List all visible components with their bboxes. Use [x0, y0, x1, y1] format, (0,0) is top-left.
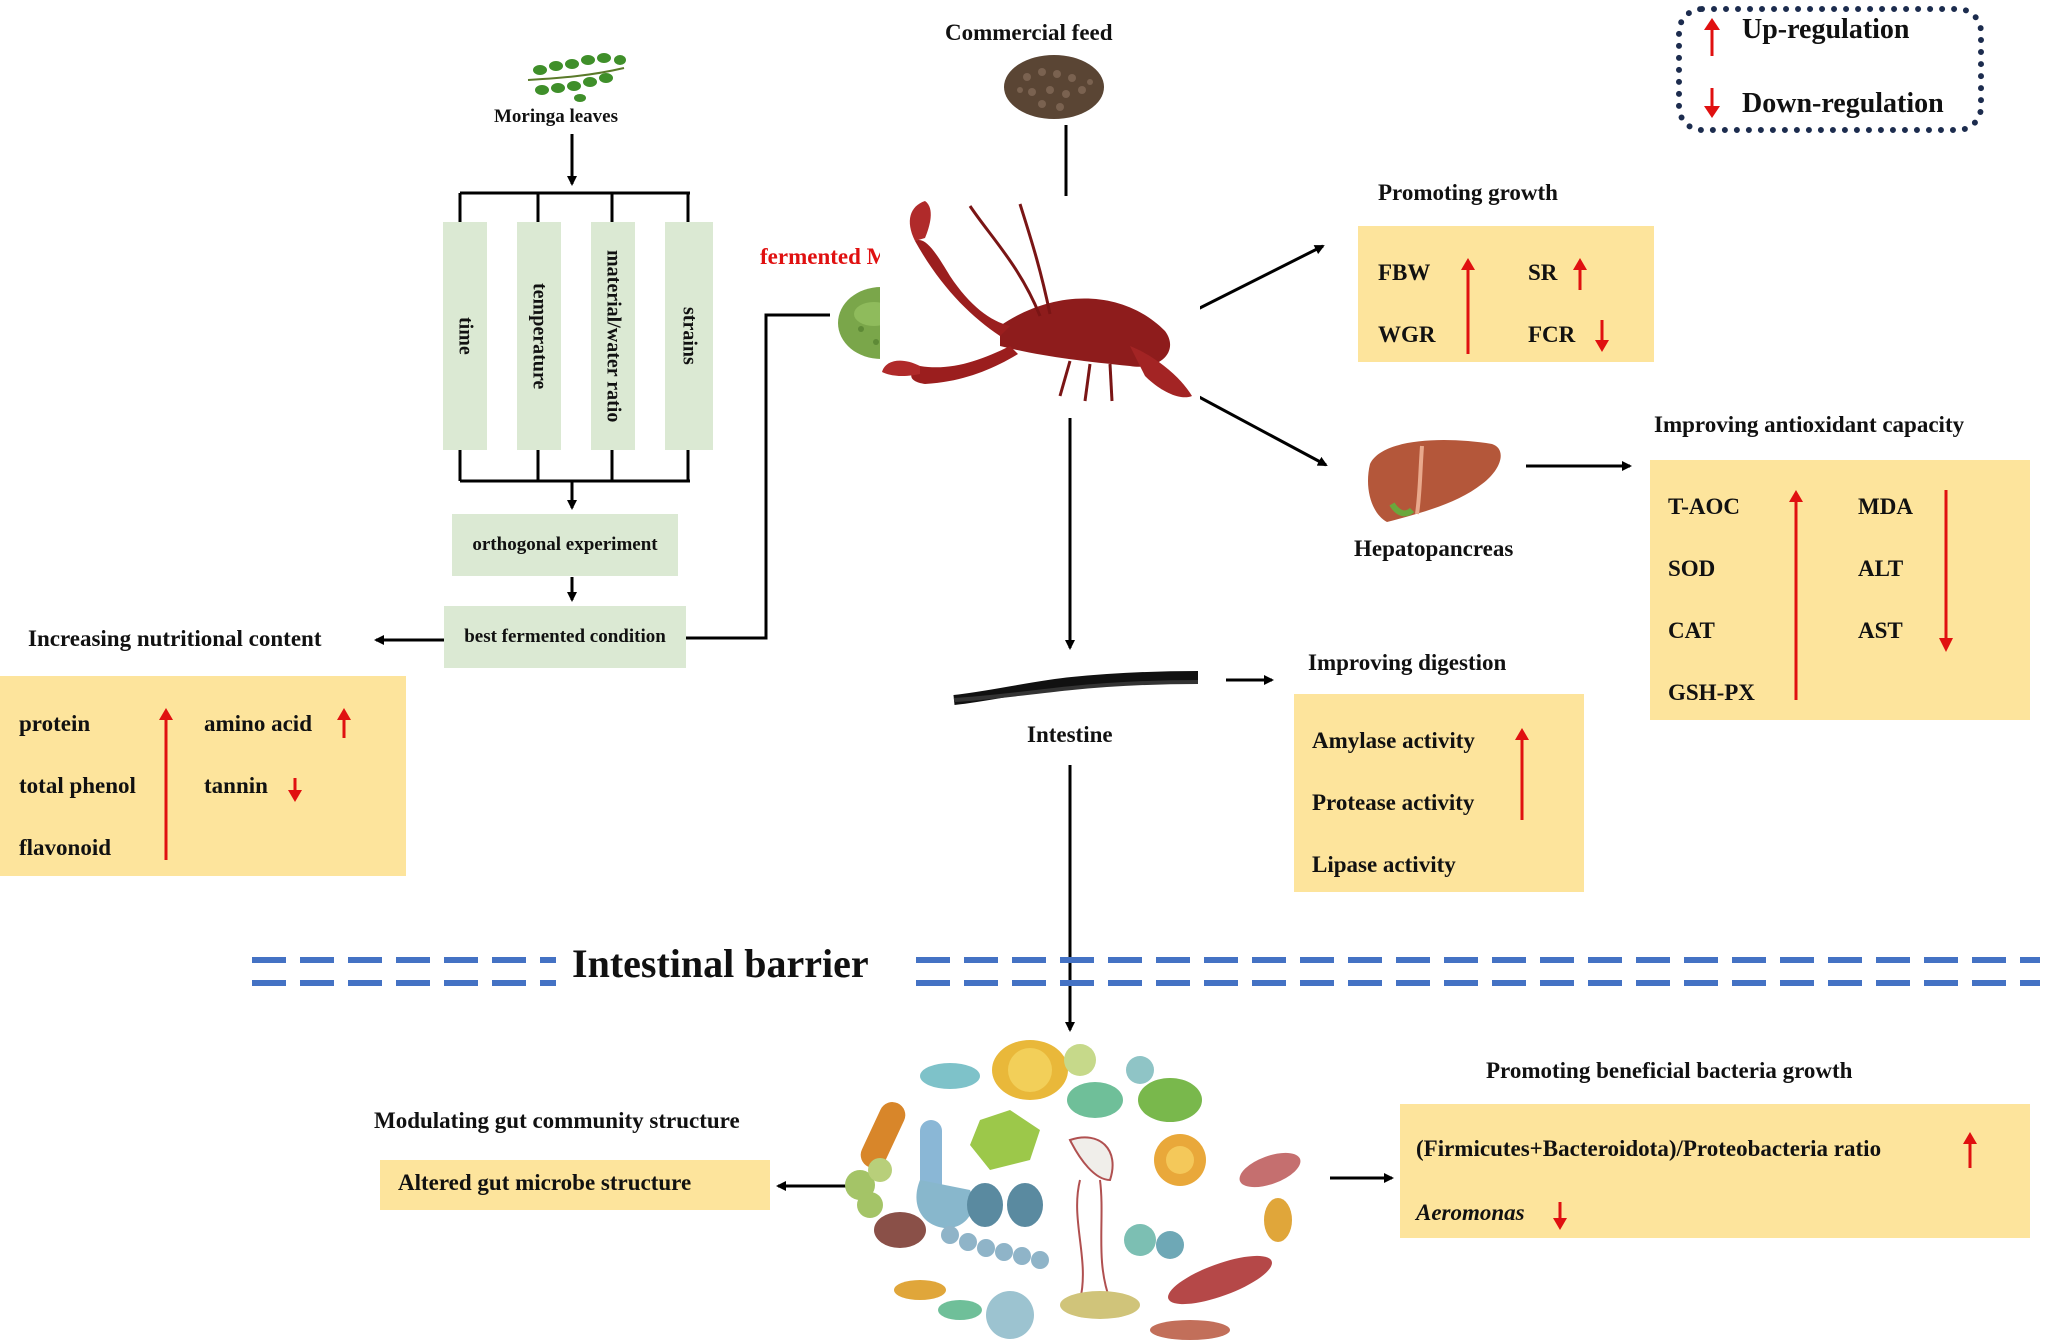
bacteria-ratio: (Firmicutes+Bacteroidota)/Proteobacteria… — [1416, 1136, 1882, 1161]
fcr-down-arrow-icon — [1595, 320, 1609, 352]
antioxidant-up-arrow-icon — [1789, 490, 1803, 700]
antioxidant-cat: CAT — [1668, 618, 1715, 643]
down-arrow-icon — [1704, 88, 1720, 118]
intestine-icon — [952, 652, 1200, 716]
antioxidant-ast: AST — [1858, 618, 1903, 643]
gut-item: Altered gut microbe structure — [398, 1170, 692, 1195]
microbes-icon — [845, 1040, 1301, 1340]
nutrition-total-phenol: total phenol — [19, 773, 136, 798]
up-arrow-icon — [1704, 18, 1720, 56]
growth-sr: SR — [1528, 260, 1558, 285]
nutrition-title: Increasing nutritional content — [28, 626, 322, 651]
nutrition-box — [0, 676, 406, 876]
sr-up-arrow-icon — [1573, 258, 1587, 290]
nutrition-flavonoid: flavonoid — [19, 835, 112, 860]
amino-up-arrow-icon — [337, 708, 351, 738]
nutrition-protein: protein — [19, 711, 91, 736]
fbw-wgr-up-arrow-icon — [1461, 258, 1475, 354]
factor-time: time — [443, 222, 487, 450]
gut-box — [380, 1160, 770, 1210]
crayfish-icon — [880, 196, 1200, 418]
antioxidant-down-arrow-icon — [1939, 490, 1953, 652]
nutrition-tannin: tannin — [204, 773, 268, 798]
legend-box — [1676, 6, 1984, 133]
digestion-up-arrow-icon — [1515, 728, 1529, 820]
factor-strains: strains — [665, 222, 713, 450]
factor-ratio: material/water ratio — [591, 222, 635, 450]
intestine-label: Intestine — [1027, 722, 1113, 747]
factor-temperature: temperature — [517, 222, 561, 450]
orthogonal-box: orthogonal experiment — [452, 514, 678, 576]
hepatopancreas-label: Hepatopancreas — [1354, 536, 1514, 561]
digestion-amylase: Amylase activity — [1312, 728, 1475, 753]
growth-box — [1358, 226, 1654, 362]
antioxidant-mda: MDA — [1858, 494, 1913, 519]
ratio-up-arrow-icon — [1963, 1132, 1977, 1168]
commercial-feed-label: Commercial feed — [945, 20, 1113, 45]
nutrition-amino-acid: amino acid — [204, 711, 312, 736]
antioxidant-title: Improving antioxidant capacity — [1654, 412, 1965, 437]
growth-title: Promoting growth — [1378, 180, 1558, 205]
growth-fcr: FCR — [1528, 322, 1576, 347]
antioxidant-sod: SOD — [1668, 556, 1716, 581]
bacteria-box — [1400, 1104, 2030, 1238]
antioxidant-alt: ALT — [1858, 556, 1904, 581]
best-condition-box: best fermented condition — [444, 606, 686, 668]
antioxidant-box — [1650, 460, 2030, 720]
digestion-protease: Protease activity — [1312, 790, 1475, 815]
digestion-title: Improving digestion — [1308, 650, 1507, 675]
digestion-box — [1294, 694, 1584, 892]
nutrition-up-arrow-icon — [159, 708, 173, 860]
antioxidant-taoc: T-AOC — [1668, 494, 1740, 519]
antioxidant-gshpx: GSH-PX — [1668, 680, 1755, 705]
liver-icon — [1367, 440, 1501, 522]
digestion-lipase: Lipase activity — [1312, 852, 1456, 877]
gut-title: Modulating gut community structure — [374, 1108, 740, 1133]
moringa-leaves-icon — [527, 53, 626, 102]
bacteria-aeromonas: Aeromonas — [1416, 1200, 1525, 1225]
growth-fbw: FBW — [1378, 260, 1431, 285]
aeromonas-down-arrow-icon — [1553, 1202, 1567, 1230]
tannin-down-arrow-icon — [288, 778, 302, 802]
growth-wgr: WGR — [1378, 322, 1436, 347]
legend-down-label: Down-regulation — [1742, 88, 1944, 119]
legend-up-label: Up-regulation — [1742, 14, 1910, 45]
barrier-lines — [252, 957, 2040, 986]
barrier-label: Intestinal barrier — [572, 941, 869, 986]
bacteria-title: Promoting beneficial bacteria growth — [1486, 1058, 1853, 1083]
moringa-label: Moringa leaves — [494, 106, 619, 127]
commercial-feed-icon — [1004, 55, 1104, 119]
